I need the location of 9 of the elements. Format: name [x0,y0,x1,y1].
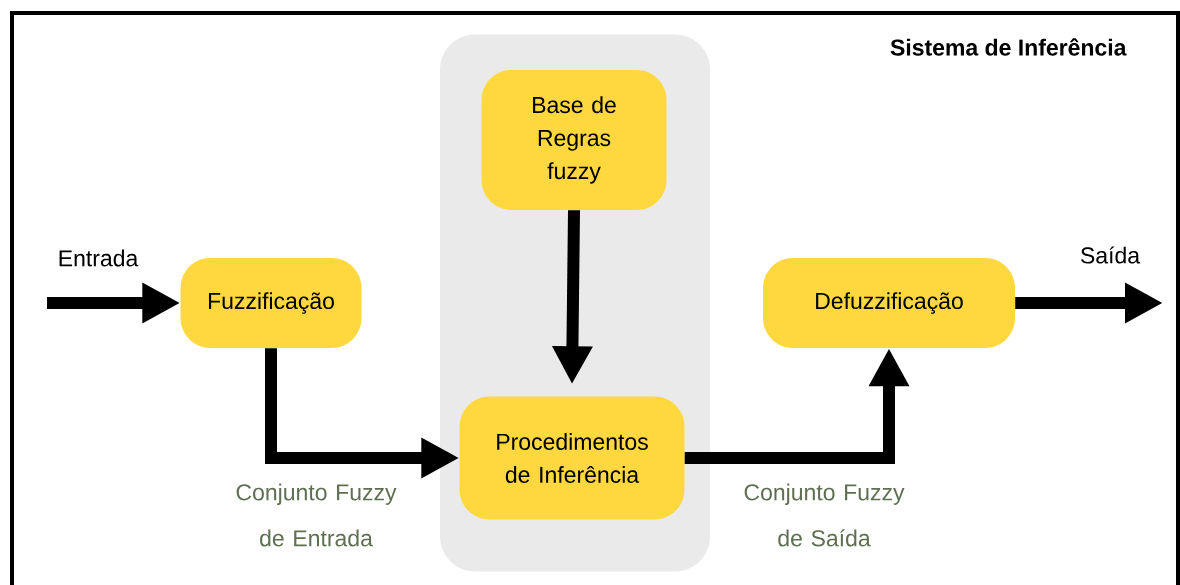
process-box: Defuzzificação [763,258,1015,348]
frame-title: Sistema de Inferência [890,38,1127,56]
process-box: Base de Regras fuzzy [481,70,667,210]
edge-label: Saída [1081,246,1141,264]
process-box: Fuzzificação [180,258,362,348]
edge-label: Conjunto Fuzzy de Entrada [236,483,397,547]
process-box: Procedimentos de Inferência [459,396,685,520]
edge-label: Conjunto Fuzzy de Saída [744,483,905,547]
edge-label: Entrada [59,249,139,267]
